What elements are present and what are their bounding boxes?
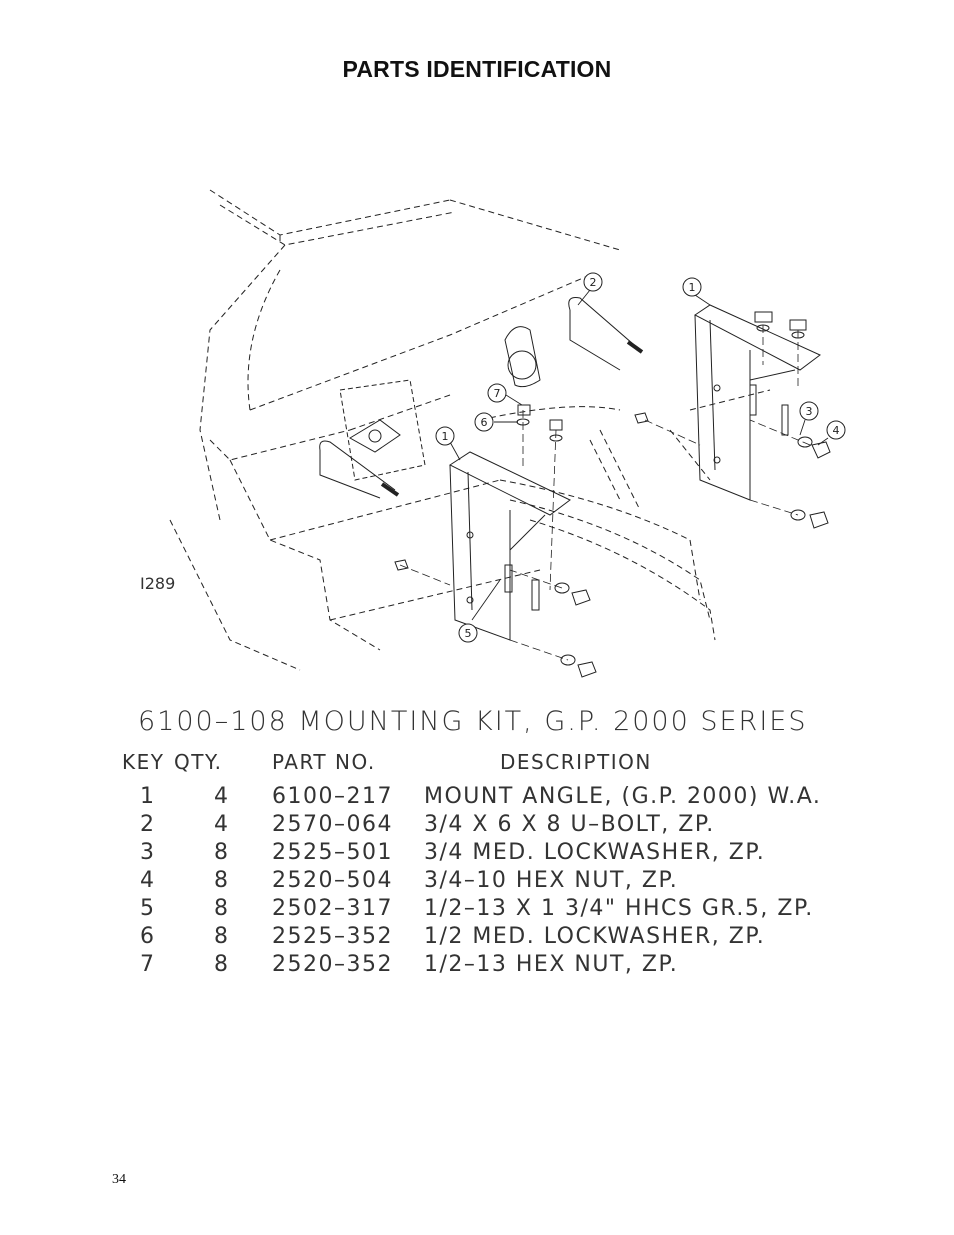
exploded-assembly-drawing: 2 1 3 4 7 6 1 5 xyxy=(150,180,870,700)
callout-label: 1 xyxy=(689,281,696,294)
mount-angle-left xyxy=(448,451,571,641)
figure-id-label: I289 xyxy=(140,574,176,593)
fasteners xyxy=(394,311,831,678)
machine-body-outline xyxy=(169,189,771,671)
row-part-no: 6100–217 xyxy=(272,784,393,809)
row-part-no: 2525–501 xyxy=(272,840,393,865)
u-bolt-left xyxy=(319,440,400,499)
assembly-illustration: 2 1 3 4 7 6 1 5 xyxy=(169,189,846,678)
row-part-no: 2520–352 xyxy=(272,952,393,977)
callout-1-right xyxy=(682,277,702,297)
callout-label: 5 xyxy=(465,627,472,640)
header-qty: QTY. xyxy=(174,750,223,774)
row-part-no: 2520–504 xyxy=(272,868,393,893)
header-key: KEY xyxy=(122,750,165,774)
row-key: 1 xyxy=(140,784,156,809)
page-number: 34 xyxy=(112,1172,126,1187)
callout-labels: 2 1 3 4 7 6 1 5 xyxy=(442,276,840,640)
row-description: 3/4 X 6 X 8 U–BOLT, ZP. xyxy=(424,812,715,837)
mount-angle-right xyxy=(694,304,821,501)
kit-title: 6100–108 MOUNTING KIT, G.P. 2000 SERIES xyxy=(138,706,808,737)
row-key: 4 xyxy=(140,868,156,893)
callout-label: 7 xyxy=(494,387,501,400)
callout-label: 2 xyxy=(590,276,597,289)
row-qty: 8 xyxy=(214,896,230,921)
callout-label: 4 xyxy=(833,424,840,437)
callout-3 xyxy=(799,401,819,421)
row-part-no: 2502–317 xyxy=(272,896,393,921)
callout-1-left xyxy=(435,426,455,446)
callout-label: 6 xyxy=(481,416,488,429)
callout-4 xyxy=(826,420,846,440)
row-description: 3/4 MED. LOCKWASHER, ZP. xyxy=(424,840,766,865)
header-description: DESCRIPTION xyxy=(500,750,652,774)
row-description: 1/2–13 HEX NUT, ZP. xyxy=(424,952,679,977)
callout-6 xyxy=(474,412,494,432)
callout-label: 1 xyxy=(442,430,449,443)
row-qty: 4 xyxy=(214,812,230,837)
callout-markers xyxy=(435,272,846,643)
row-description: MOUNT ANGLE, (G.P. 2000) W.A. xyxy=(424,784,822,809)
row-key: 2 xyxy=(140,812,156,837)
row-qty: 8 xyxy=(214,952,230,977)
header-part-no: PART NO. xyxy=(272,750,376,774)
page-heading: PARTS IDENTIFICATION xyxy=(342,56,612,82)
row-description: 3/4–10 HEX NUT, ZP. xyxy=(424,868,679,893)
callout-5 xyxy=(458,623,478,643)
row-key: 3 xyxy=(140,840,156,865)
u-bolt-right xyxy=(568,297,644,371)
hub-assembly xyxy=(339,326,541,481)
row-qty: 4 xyxy=(214,784,230,809)
row-key: 6 xyxy=(140,924,156,949)
row-part-no: 2525–352 xyxy=(272,924,393,949)
row-key: 5 xyxy=(140,896,156,921)
row-qty: 8 xyxy=(214,868,230,893)
callout-2 xyxy=(583,272,603,292)
row-qty: 8 xyxy=(214,924,230,949)
callout-leaders xyxy=(449,289,829,621)
callout-label: 3 xyxy=(806,405,813,418)
row-part-no: 2570–064 xyxy=(272,812,393,837)
row-description: 1/2 MED. LOCKWASHER, ZP. xyxy=(424,924,766,949)
assembly-centerlines xyxy=(399,325,811,661)
row-qty: 8 xyxy=(214,840,230,865)
row-key: 7 xyxy=(140,952,156,977)
callout-7 xyxy=(487,383,507,403)
row-description: 1/2–13 X 1 3/4" HHCS GR.5, ZP. xyxy=(424,896,814,921)
